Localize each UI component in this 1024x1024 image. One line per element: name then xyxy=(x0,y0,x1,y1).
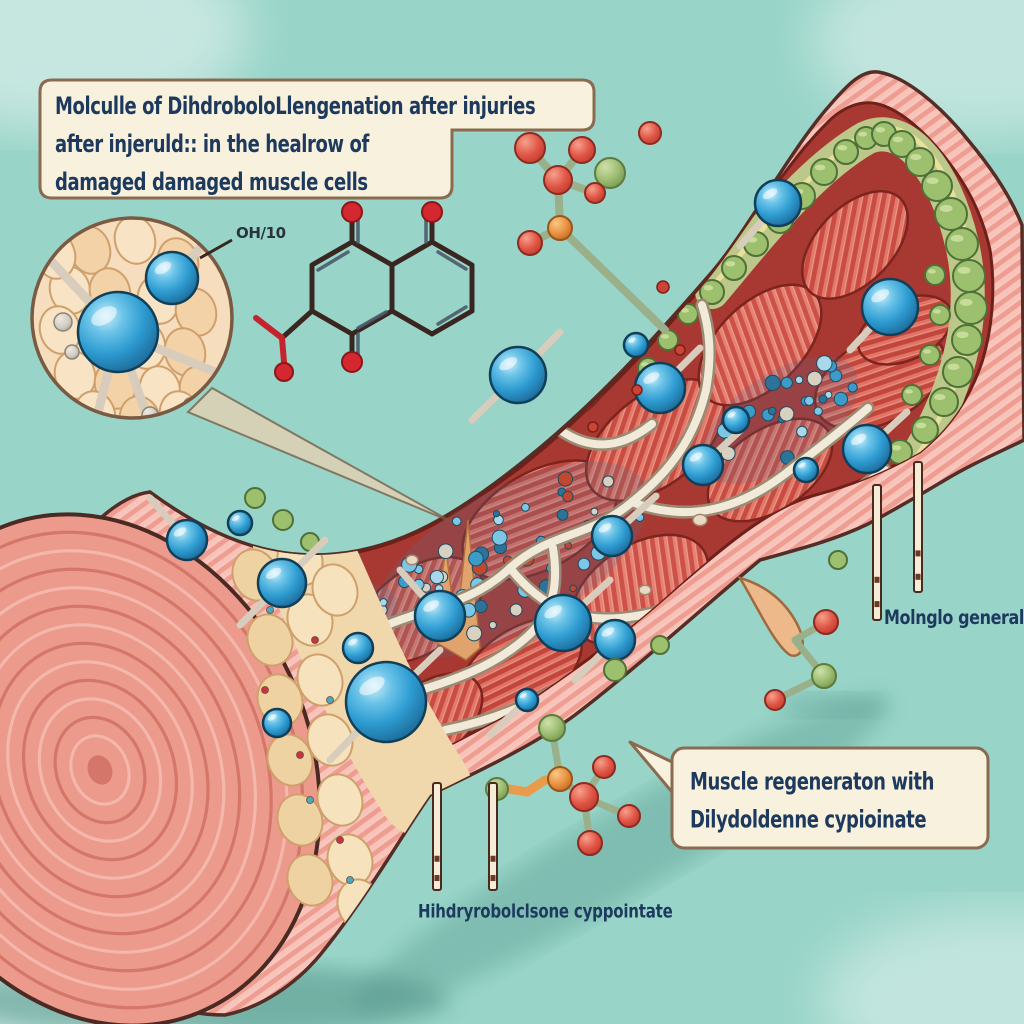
text-boxes xyxy=(38,78,990,850)
chemical-structure xyxy=(253,201,475,382)
callout-line-1: Muscle regeneraton with xyxy=(690,768,935,797)
title-box xyxy=(38,78,596,200)
inset-magnification-label: OH/10 xyxy=(236,224,286,242)
callout-box xyxy=(670,746,990,850)
inset-pointer-wedge xyxy=(186,386,453,523)
callout-box-text: Muscle regeneraton with Dilydoldenne cyp… xyxy=(690,764,934,840)
inset-molecule xyxy=(47,237,220,418)
edge-red-dots xyxy=(587,280,686,433)
measurement-pins xyxy=(432,461,923,891)
muscle-body xyxy=(0,70,1024,1024)
top-molecule xyxy=(514,121,669,334)
title-line-1: Molculle of DihdroboloLlengenation after… xyxy=(55,92,536,121)
bottom-molecule xyxy=(485,714,641,856)
molecule-spheres xyxy=(165,178,920,744)
title-line-2: after injeruld:: in the healrow of xyxy=(55,130,369,159)
green-vesicle-band xyxy=(637,117,988,469)
inset-label-line xyxy=(199,238,233,260)
edge-vesicles xyxy=(603,550,848,682)
right-annotation-label: Molnglo generali xyxy=(884,606,1024,629)
bottom-annotation-label: Hihdryrobolclsone cyppointate xyxy=(418,900,673,923)
title-box-text: Molculle of DihdroboloLlengenation after… xyxy=(55,88,536,202)
oxygen-atoms xyxy=(274,201,443,382)
title-line-3: damaged damaged muscle cells xyxy=(55,168,368,197)
callout-line-2: Dilydoldenne cypioinate xyxy=(690,806,927,835)
right-molecule xyxy=(764,609,839,711)
zoom-inset xyxy=(30,216,453,523)
